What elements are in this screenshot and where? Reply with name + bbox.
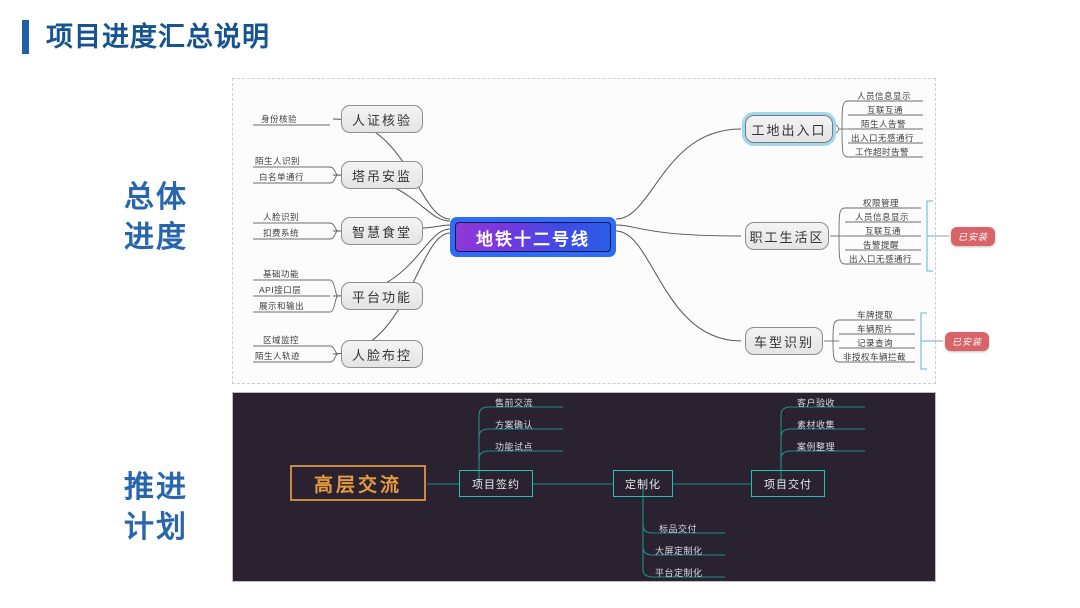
sub-label: 记录查询 <box>857 338 894 348</box>
map-node-left-5[interactable]: 人脸布控 <box>341 340 423 368</box>
map-node-right-3[interactable]: 车型识别 <box>745 327 823 355</box>
map-node-left-4[interactable]: 平台功能 <box>341 282 423 310</box>
section-caption-plan: 推进 计划 <box>96 468 216 548</box>
sub-label: 陌生人告警 <box>861 119 907 129</box>
status-badge-installed: 已安装 <box>951 227 995 246</box>
leaf-label: API接口层 <box>259 285 302 295</box>
sub-label: 告警提醒 <box>863 240 900 250</box>
map-node-left-2[interactable]: 塔吊安监 <box>341 161 423 189</box>
leaf-label: 扣费系统 <box>263 228 300 238</box>
sub-label: 车牌提取 <box>857 310 894 320</box>
plan-leaf-label: 功能试点 <box>495 442 534 452</box>
caption-overall-line1: 总体 <box>124 181 188 214</box>
promotion-plan-panel: 项目签约 定制化 项目交付 售前交流 方案确认 功能试点 标品交付 大屏定制化 … <box>232 392 936 582</box>
sub-label: 互联互通 <box>865 226 902 236</box>
title-accent-bar <box>22 20 29 54</box>
plan-map-connectors <box>427 406 865 578</box>
map-node-left-3[interactable]: 智慧食堂 <box>341 217 423 245</box>
plan-leaf-label: 方案确认 <box>495 420 534 430</box>
sub-label: 出入口无感通行 <box>851 133 915 143</box>
sub-label: 权限管理 <box>863 198 900 208</box>
leaf-label: 区域监控 <box>263 335 300 345</box>
sub-label: 出入口无感通行 <box>849 254 913 264</box>
sub-label: 非授权车辆拦截 <box>843 352 907 362</box>
overall-map-connectors <box>253 100 949 370</box>
leaf-label: 展示和输出 <box>259 301 305 311</box>
leaf-label: 陌生人识别 <box>255 156 301 166</box>
plan-leaf-label: 售前交流 <box>495 398 534 408</box>
status-badge-installed: 已安装 <box>945 332 989 351</box>
plan-leaf-label: 素材收集 <box>797 420 836 430</box>
map-center-label: 地铁十二号线 <box>455 222 611 252</box>
caption-overall-line2: 进度 <box>124 221 188 254</box>
page-header: 项目进度汇总说明 <box>0 0 1080 72</box>
leaf-label: 身份核验 <box>261 114 298 124</box>
plan-leaf-label: 平台定制化 <box>655 568 703 578</box>
plan-node-stage-1[interactable]: 项目签约 <box>459 470 533 497</box>
plan-leaf-label: 案例整理 <box>797 442 836 452</box>
plan-leaf-label: 标品交付 <box>659 524 698 534</box>
map-node-right-2[interactable]: 职工生活区 <box>745 222 829 250</box>
overall-progress-panel: 身份核验 陌生人识别 白名单通行 人脸识别 扣费系统 基础功能 API接口层 展… <box>232 78 995 384</box>
caption-plan-line1: 推进 <box>124 471 188 504</box>
plan-node-stage-2[interactable]: 定制化 <box>613 470 673 497</box>
plan-leaf-label: 客户验收 <box>797 398 836 408</box>
map-node-left-1[interactable]: 人证核验 <box>341 105 423 133</box>
section-caption-overall: 总体 进度 <box>96 178 216 258</box>
leaf-label: 白名单通行 <box>259 172 305 182</box>
plan-leaf-label: 大屏定制化 <box>655 546 703 556</box>
sub-label: 车辆照片 <box>857 324 894 334</box>
sub-label: 人员信息显示 <box>855 212 910 222</box>
map-center-node[interactable]: 地铁十二号线 <box>450 217 616 257</box>
leaf-label: 陌生人轨迹 <box>255 351 301 361</box>
leaf-label: 基础功能 <box>263 269 300 279</box>
caption-plan-line2: 计划 <box>124 511 188 544</box>
leaf-label: 人脸识别 <box>263 212 300 222</box>
sub-label: 互联互通 <box>867 105 904 115</box>
sub-label: 人员信息显示 <box>857 91 912 101</box>
page-title: 项目进度汇总说明 <box>46 22 270 52</box>
sub-label: 工作超时告警 <box>855 147 910 157</box>
plan-node-stage-3[interactable]: 项目交付 <box>751 470 825 497</box>
plan-root-node[interactable]: 高层交流 <box>290 465 426 501</box>
map-node-right-1[interactable]: 工地出入口 <box>745 115 833 143</box>
